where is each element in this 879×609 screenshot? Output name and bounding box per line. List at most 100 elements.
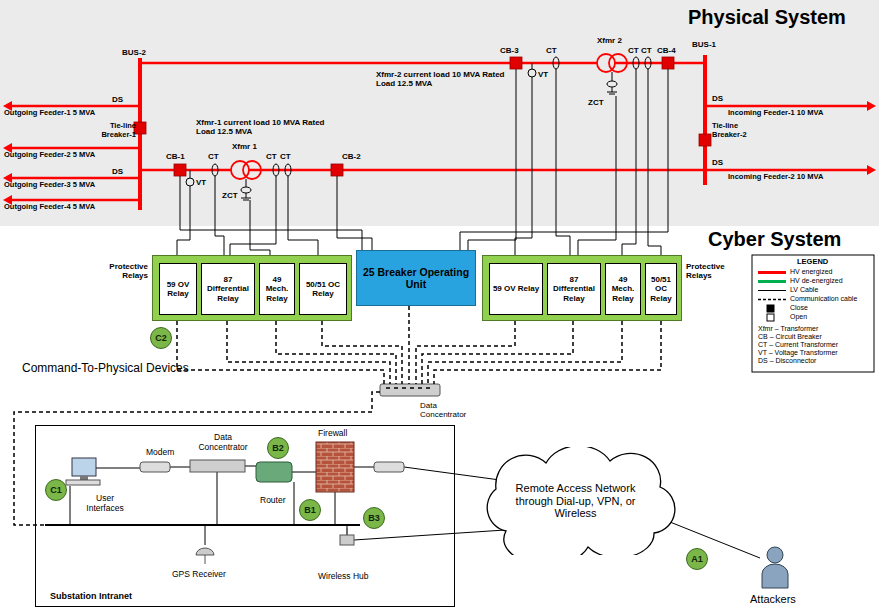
text-label: CT — [208, 152, 219, 161]
cloud-shape — [487, 447, 675, 555]
legend-sample — [767, 314, 774, 321]
communication-cable — [416, 314, 515, 384]
text-label: Xfmr-1 current load 10 MVA Rated Load 12… — [196, 118, 336, 136]
relay-box: 49 Mech. Relay — [259, 263, 295, 315]
text-label: BUS-1 — [692, 40, 716, 49]
text-label: VT – Voltage Transformer — [758, 349, 838, 357]
relay-box: 87 Differential Relay — [201, 263, 255, 315]
callout-circle: C2 — [150, 327, 172, 349]
legend-box — [752, 255, 874, 372]
callout-circle: B2 — [267, 437, 289, 459]
text-label: Physical System — [688, 6, 846, 29]
callout-number: C2 — [155, 333, 167, 343]
legend-text: Close — [790, 304, 808, 312]
text-label: DS — [712, 158, 723, 167]
physical-band — [0, 0, 879, 226]
legend-sample — [758, 280, 786, 283]
text-label: Xfmr 2 — [597, 36, 622, 45]
text-label: CT — [546, 46, 557, 55]
text-label: Modem — [146, 448, 174, 458]
legend-sample — [758, 290, 786, 291]
relay-box: 59 OV Relay — [489, 263, 543, 315]
lv-cables — [177, 69, 668, 262]
breaker-unit-box: 25 Breaker Operating Unit — [356, 250, 476, 306]
legend-text: Communication cable — [790, 295, 857, 303]
communication-cable — [227, 314, 390, 384]
network-cloud: Remote Access Network through Dial-up, V… — [468, 447, 683, 555]
relay-group: Protective Relays59 OV Relay87 Different… — [482, 255, 682, 321]
text-label: BUS-2 — [122, 48, 146, 57]
communication-cable — [276, 314, 396, 384]
text-label: CT – Current Transformer — [758, 341, 838, 349]
relay-box: 50/51 OC Relay — [299, 263, 347, 315]
text-label: VT — [196, 178, 206, 187]
transformers — [231, 54, 627, 179]
text-label: Xfmr-2 current load 10 MVA Rated Load 12… — [376, 70, 511, 88]
node-text: 25 Breaker Operating Unit — [360, 266, 472, 290]
intranet-icons — [66, 442, 788, 588]
node-text: 59 OV Relay — [493, 284, 539, 293]
text-label: CT — [641, 46, 652, 55]
text-label: User Interfaces — [78, 494, 132, 514]
text-label: DS — [112, 95, 123, 104]
text-label: Data Concentrator — [420, 401, 482, 419]
text-label: Outgoing Feeder-1 5 MVA — [4, 109, 95, 118]
text-label: CT — [628, 46, 639, 55]
relay-box: 49 Mech. Relay — [605, 263, 641, 315]
text-label: Tie-line Breaker-1 — [94, 122, 136, 139]
legend-sample — [758, 271, 786, 274]
callout-number: B2 — [272, 443, 284, 453]
text-label: CB-2 — [342, 152, 361, 161]
text-label: Command-To-Physical Devices — [22, 362, 189, 376]
legend-text: HV energized — [790, 268, 832, 276]
text-label: Cyber System — [708, 228, 841, 251]
communication-cable — [428, 314, 622, 384]
relay-group: Protective Relays59 OV Relay87 Different… — [152, 255, 352, 321]
communication-cable — [434, 314, 661, 384]
text-label: DS — [112, 167, 123, 176]
feeder-arrowheads — [3, 101, 876, 205]
text-label: CT — [280, 152, 291, 161]
callout-number: C1 — [50, 485, 62, 495]
communication-cable — [408, 306, 410, 384]
text-label: Xfmr – Transformer — [758, 325, 818, 333]
callout-number: A1 — [691, 554, 703, 564]
callout-number: B1 — [304, 505, 316, 515]
legend-text: Open — [790, 313, 807, 321]
text-label: Wireless Hub — [318, 572, 369, 582]
legend-text: HV de-energized — [790, 277, 843, 285]
text-label: ZCT — [588, 98, 604, 107]
legend-text: LV Cable — [790, 286, 818, 294]
legend-sample — [767, 305, 774, 312]
text-label: Router — [260, 496, 286, 506]
callout-circle: C1 — [45, 479, 67, 501]
text-label: Incoming Feeder-1 10 MVA — [728, 109, 823, 118]
text-label: Outgoing Feeder-2 5 MVA — [4, 151, 95, 160]
node-text: 49 Mech. Relay — [262, 275, 292, 303]
node-text: 59 OV Relay — [162, 280, 194, 298]
text-label: Firewall — [318, 429, 347, 439]
text-label: CB-3 — [500, 46, 519, 55]
text-label: ZCT — [222, 191, 238, 200]
instrument-transformers — [186, 57, 651, 200]
node-text: Remote Access Network through Dial-up, V… — [501, 482, 651, 520]
hv-lines — [10, 55, 869, 210]
communication-cable — [14, 392, 380, 525]
node-text: 87 Differential Relay — [550, 275, 598, 303]
text-label: CB-1 — [166, 152, 185, 161]
text-label: Attackers — [750, 593, 796, 606]
text-label: Outgoing Feeder-4 5 MVA — [4, 203, 95, 212]
node-text: 87 Differential Relay — [204, 275, 252, 303]
breakers — [134, 57, 711, 176]
communication-cable — [177, 314, 384, 384]
text-label: Outgoing Feeder-3 5 MVA — [4, 181, 95, 190]
text-label: Tie-line Breaker-2 — [712, 122, 764, 139]
communication-cable — [422, 314, 573, 384]
text-label: GPS Receiver — [172, 570, 226, 580]
text-label: CB – Circuit Breaker — [758, 333, 822, 341]
node-text: 49 Mech. Relay — [608, 275, 638, 303]
text-label: Incoming Feeder-2 10 MVA — [728, 173, 823, 182]
callout-number: B3 — [368, 513, 380, 523]
data-concentrator-icon — [380, 384, 440, 396]
